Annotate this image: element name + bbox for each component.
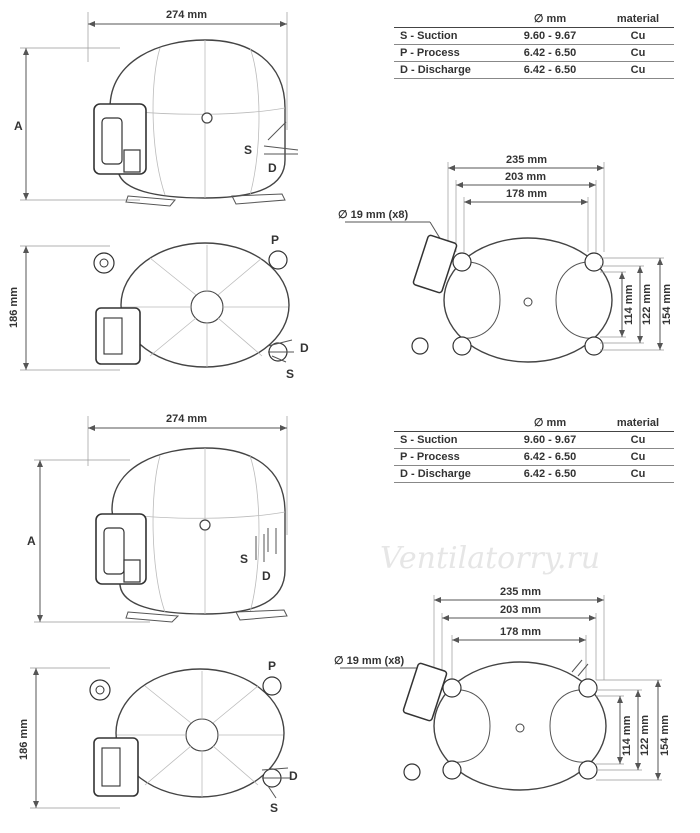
compressor-plan-view-top: P D S — [93, 233, 309, 381]
side-154-label: 154 mm — [661, 284, 673, 325]
col-material-header: material — [602, 416, 674, 432]
height-label: A — [27, 534, 36, 548]
width-label: 274 mm — [166, 9, 207, 21]
row-name: D - Discharge — [394, 465, 498, 483]
height-label: A — [14, 119, 23, 133]
compressor-side-view-bottom: S D — [95, 447, 288, 623]
row-material: Cu — [602, 61, 674, 79]
row-size: 6.42 - 6.50 — [498, 61, 602, 79]
discharge-port-label: D — [289, 769, 298, 783]
row-material: Cu — [602, 44, 674, 62]
base-plate-view-bottom: 235 mm 203 mm 178 mm ∅ 19 mm (x8) — [334, 586, 671, 791]
diameter-icon: ∅ — [533, 417, 544, 429]
hole-label: ∅ 19 mm (x8) — [334, 655, 404, 667]
width-dimension-top: 274 mm — [87, 9, 288, 130]
mount-outer-label: 235 mm — [500, 586, 541, 598]
row-name: S - Suction — [394, 27, 498, 45]
process-port-label: P — [271, 233, 279, 247]
suction-port-label: S — [240, 552, 248, 566]
height-dimension-bottom: A — [27, 459, 150, 623]
discharge-port-label: D — [262, 569, 271, 583]
watermark: Ventilatorry.ru — [380, 541, 600, 576]
width-label: 274 mm — [166, 413, 207, 425]
mm-label: mm — [546, 13, 567, 25]
row-material: Cu — [602, 27, 674, 45]
suction-port-label: S — [244, 143, 252, 157]
row-material: Cu — [602, 448, 674, 466]
row-name: D - Discharge — [394, 61, 498, 79]
table-corner — [394, 12, 498, 28]
mount-inner-label: 178 mm — [506, 188, 547, 200]
mount-outer-label: 235 mm — [506, 154, 547, 166]
compressor-plan-view-bottom: P D S — [89, 659, 298, 815]
depth-label: 186 mm — [8, 287, 20, 328]
hole-label: ∅ 19 mm (x8) — [338, 209, 408, 221]
col-mm-header: ∅ mm — [498, 12, 602, 28]
col-mm-header: ∅ mm — [498, 416, 602, 432]
base-plate-view-top: 235 mm 203 mm 178 mm ∅ 19 mm (x8) — [338, 154, 673, 363]
depth-dimension-top: 186 mm — [8, 245, 120, 371]
side-122-label: 122 mm — [639, 715, 651, 756]
row-name: S - Suction — [394, 431, 498, 449]
col-material-header: material — [602, 12, 674, 28]
mount-mid-label: 203 mm — [500, 604, 541, 616]
suction-port-label: S — [286, 367, 294, 381]
row-name: P - Process — [394, 448, 498, 466]
mount-inner-label: 178 mm — [500, 626, 541, 638]
height-dimension-top: A — [14, 47, 140, 201]
row-size: 9.60 - 9.67 — [498, 27, 602, 45]
row-size: 6.42 - 6.50 — [498, 465, 602, 483]
process-port-label: P — [268, 659, 276, 673]
side-122-label: 122 mm — [641, 284, 653, 325]
mm-label: mm — [546, 417, 567, 429]
mount-mid-label: 203 mm — [505, 171, 546, 183]
diameter-icon: ∅ — [533, 13, 544, 25]
row-material: Cu — [602, 465, 674, 483]
row-size: 6.42 - 6.50 — [498, 44, 602, 62]
side-154-label: 154 mm — [659, 715, 671, 756]
row-material: Cu — [602, 431, 674, 449]
depth-dimension-bottom: 186 mm — [18, 667, 120, 809]
width-dimension-bottom: 274 mm — [87, 413, 288, 535]
row-size: 6.42 - 6.50 — [498, 448, 602, 466]
table-corner — [394, 416, 498, 432]
suction-port-label: S — [270, 801, 278, 815]
discharge-port-label: D — [268, 161, 277, 175]
row-size: 9.60 - 9.67 — [498, 431, 602, 449]
side-114-label: 114 mm — [621, 715, 633, 756]
depth-label: 186 mm — [18, 719, 30, 760]
compressor-side-view-top: S D — [93, 39, 299, 207]
row-name: P - Process — [394, 44, 498, 62]
side-114-label: 114 mm — [623, 284, 635, 325]
discharge-port-label: D — [300, 341, 309, 355]
